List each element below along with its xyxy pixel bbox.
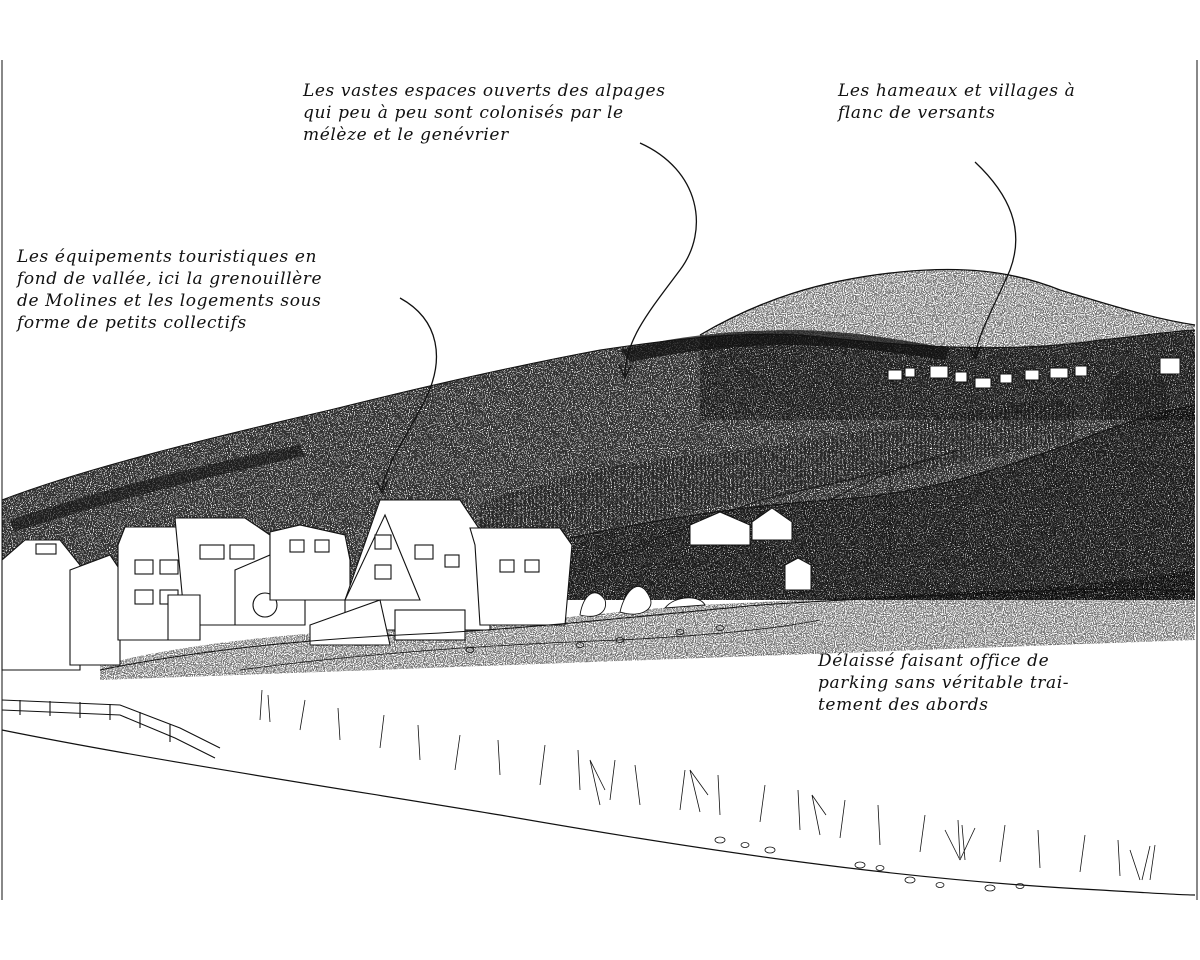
arrow-hameaux — [974, 161, 1017, 356]
mountain-ridge-line — [699, 268, 1196, 336]
shrubs — [579, 586, 706, 617]
molines-buildings — [1, 499, 573, 671]
chalets-middle — [689, 507, 812, 591]
annotation-alpages-line-1: Les vastes espaces ouverts des alpages — [303, 81, 666, 101]
arrow-alpages — [624, 142, 698, 376]
annotation-delaisse: Délaissé faisant office de parking sans … — [818, 650, 1118, 716]
larch-band-low — [10, 445, 305, 532]
annotation-delaisse-line-3: tement des abords — [818, 695, 989, 715]
annotation-hameaux: Les hameaux et villages à flanc de versa… — [838, 80, 1138, 124]
annotation-equipements-line-4: forme de petits collectifs — [17, 313, 247, 333]
lower-meadow — [560, 405, 1195, 600]
arrow-equipements-head — [375, 479, 389, 495]
annotation-delaisse-line-1: Délaissé faisant office de — [818, 651, 1050, 671]
annotation-hameaux-line-2: flanc de versants — [838, 103, 996, 123]
forest-hatched — [480, 400, 1075, 535]
arrow-equipements — [381, 297, 437, 491]
arrow-alpages-head — [618, 364, 632, 380]
alpage-ridge-line — [1, 329, 1196, 501]
arrow-hameaux-head — [968, 345, 982, 360]
lower-meadow-edge — [559, 404, 1196, 541]
foreground-ground-line — [1, 729, 1196, 896]
annotation-equipements-line-3: de Molines et les logements sous — [17, 291, 322, 311]
road-edge-lower — [239, 619, 821, 671]
annotation-equipements: Les équipements touristiques en fond de … — [17, 246, 399, 334]
annotation-alpages-line-3: mélèze et le genévrier — [303, 125, 509, 145]
mid-ground — [100, 570, 1195, 680]
road-edge-upper — [99, 588, 1196, 671]
annotation-delaisse-line-2: parking sans véritable trai- — [818, 673, 1070, 693]
forest-right-cluster — [1100, 370, 1170, 420]
annotation-equipements-line-2: fond de vallée, ici la grenouillère — [17, 269, 323, 289]
foreground-grass — [259, 689, 1156, 881]
annotation-hameaux-line-1: Les hameaux et villages à — [838, 81, 1076, 101]
annotation-alpages-line-2: qui peu à peu sont colonisés par le — [303, 103, 624, 123]
leader-arrows — [375, 142, 1017, 495]
annotation-alpages: Les vastes espaces ouverts des alpages q… — [303, 80, 703, 146]
annotation-equipements-line-1: Les équipements touristiques en — [17, 247, 318, 267]
hamlet-houses — [887, 357, 1181, 389]
foreground-pebbles — [465, 625, 1025, 892]
guard-rail — [1, 699, 221, 759]
larch-band — [620, 330, 950, 362]
